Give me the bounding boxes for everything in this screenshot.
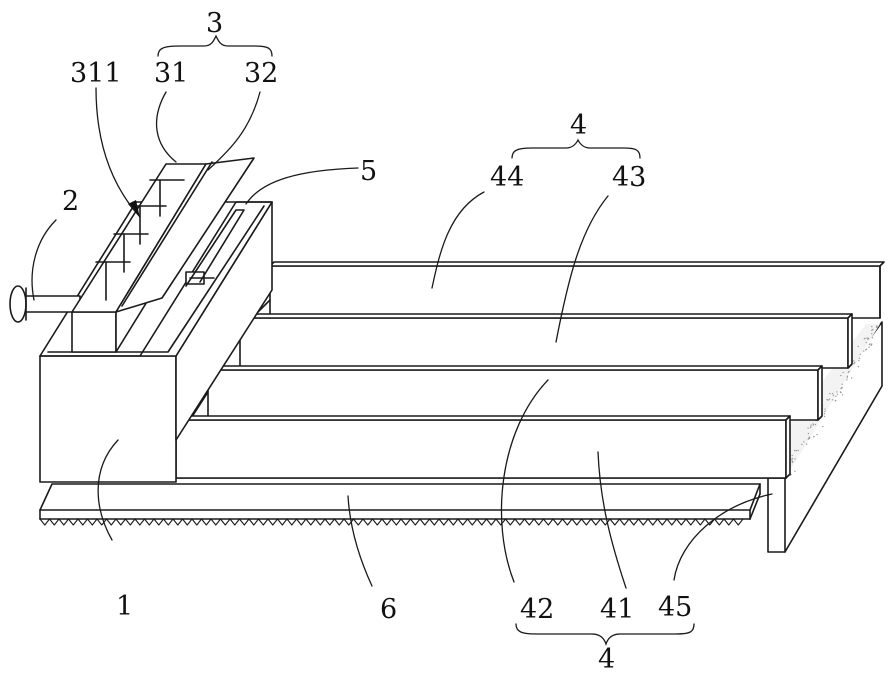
speckle [833,395,834,396]
speckle [803,441,804,442]
speckle [840,392,841,393]
speckle [863,350,864,351]
speckle [868,347,869,348]
label-45: 45 [658,592,692,623]
speckle [835,400,836,401]
speckle [809,437,810,438]
label-41: 41 [600,594,634,625]
label-311: 311 [70,58,122,89]
label-4-bottom: 4 [598,644,615,675]
label-32: 32 [244,58,278,89]
speckle [827,399,828,400]
label-6: 6 [380,594,397,625]
speckle [859,358,860,359]
speckle [792,462,793,463]
label-31: 31 [154,58,188,89]
speckle [866,337,867,338]
label-2: 2 [62,186,79,217]
speckle [808,438,809,439]
speckle [801,444,802,445]
board-42 [190,366,822,420]
speckle [806,443,807,444]
speckle [791,459,792,460]
speckle [840,375,841,376]
speckle [840,388,841,389]
speckle [864,338,865,339]
label-5: 5 [360,156,377,187]
speckle [871,330,872,331]
speckle [869,344,870,345]
speckle [853,360,854,361]
speckle [829,393,830,394]
speckle [813,436,814,437]
speckle [796,450,797,451]
speckle [810,424,811,425]
label-42: 42 [520,594,554,625]
label-1: 1 [116,591,133,622]
speckle [851,377,852,378]
speckle [794,458,795,459]
speckle [824,409,825,410]
pipe-2 [10,286,80,322]
speckle [824,416,825,417]
speckle [842,384,843,385]
speckle [832,393,833,394]
board-41 [176,416,790,478]
speckle [829,399,830,400]
label-4-top: 4 [570,110,587,141]
speckle [791,460,792,461]
speckle [842,394,843,395]
speckle [832,399,833,400]
speckle [842,372,843,373]
speckle [848,372,849,373]
label-44: 44 [490,162,524,193]
speckle [876,325,877,326]
speckle [797,450,798,451]
speckle [835,396,836,397]
speckle [836,391,837,392]
speckle [807,428,808,429]
speckle [847,376,848,377]
board-44 [252,262,884,318]
speckle [846,379,847,380]
speckle [808,433,809,434]
speckle [871,344,872,345]
speckle [871,333,872,334]
base-plate-6 [40,484,760,525]
speckle [872,337,873,338]
speckle [822,426,823,427]
speckle [867,339,868,340]
speckle [865,349,866,350]
speckle [815,424,816,425]
speckle [837,394,838,395]
speckle [865,342,866,343]
speckle [824,413,825,414]
speckle [794,450,795,451]
board-43 [220,314,852,368]
speckle [853,363,854,364]
label-3: 3 [206,8,223,39]
speckle [847,377,848,378]
speckle [794,471,795,472]
speckle [876,327,877,328]
speckle [792,455,793,456]
speckle [813,424,814,425]
label-43: 43 [612,162,646,193]
speckle [824,411,825,412]
speckle [871,326,872,327]
speckle [858,346,859,347]
speckle [810,427,811,428]
speckle [816,434,817,435]
speckle [858,366,859,367]
speckle [860,354,861,355]
speckle [858,360,859,361]
